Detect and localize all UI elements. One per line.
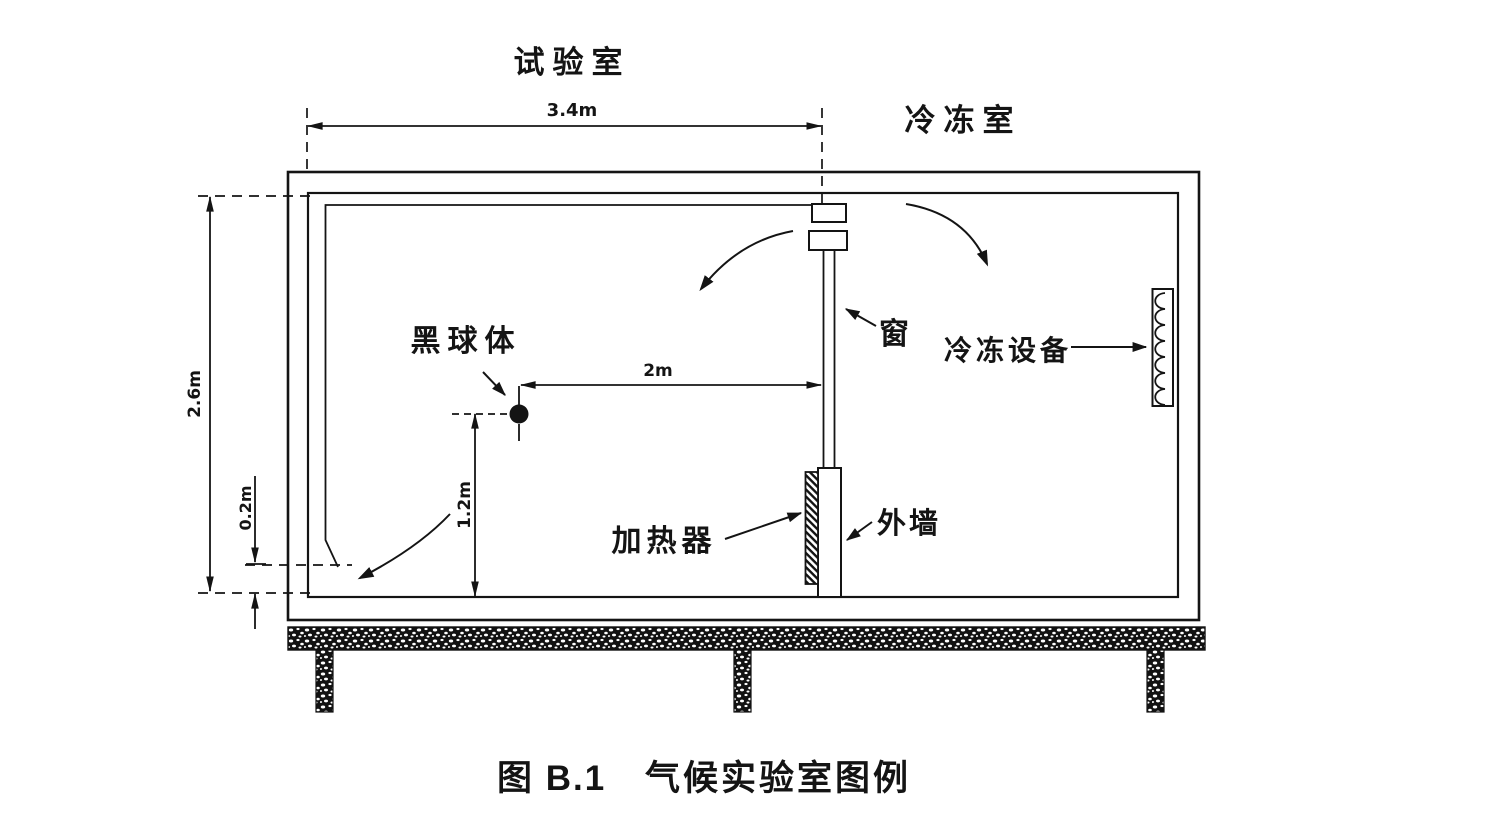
figure-caption: 图 B.1 气候实验室图例 <box>497 758 911 798</box>
leader-arrows <box>482 308 1148 541</box>
leader-heater-icon <box>724 512 803 540</box>
leader-outer-wall-icon <box>846 521 873 541</box>
foundation-leg-right <box>1146 649 1165 713</box>
leader-window-icon <box>844 308 877 327</box>
dim-label-room-height: 2.6m <box>185 370 205 418</box>
airflow-arrow-right-icon <box>905 203 989 267</box>
label-freezer-equipment: 冷冻设备 <box>944 334 1072 366</box>
black-globe <box>509 404 529 441</box>
outer-wall-face <box>286 170 1201 622</box>
caption-number: 图 B.1 <box>497 759 606 798</box>
ceiling-vent-lower <box>808 230 848 251</box>
ceiling-vent-upper <box>811 203 847 223</box>
inner-wall-face <box>306 191 1180 599</box>
label-freezer-room: 冷冻室 <box>905 103 1022 138</box>
foundation-leg-left <box>315 649 334 713</box>
foundation-leg-center <box>733 649 752 713</box>
label-black-globe: 黑球体 <box>411 325 522 358</box>
label-window: 窗 <box>879 317 909 351</box>
coil-loops <box>1154 292 1166 406</box>
freezer-coil <box>1151 288 1174 407</box>
heater-element <box>804 471 819 585</box>
label-test-room: 试验室 <box>514 45 631 80</box>
dim-label-globe-height: 1.2m <box>455 481 475 529</box>
airflow-arrow-bottom-icon <box>357 513 451 580</box>
outer-wall-section <box>817 467 842 598</box>
foundation-slab <box>287 626 1206 651</box>
caption-title: 气候实验室图例 <box>645 758 911 798</box>
airflow-arrow-left-icon <box>699 230 794 292</box>
dim-label-globe-to-window: 2m <box>643 361 673 381</box>
foundation <box>287 626 1206 713</box>
dim-label-floor-gap: 0.2m <box>236 485 255 530</box>
chamber-walls <box>286 170 1201 622</box>
partition-assembly <box>804 203 848 598</box>
airflow-arrows <box>357 203 989 580</box>
leader-black-globe-icon <box>482 371 506 396</box>
dim-label-room-width: 3.4m <box>547 100 598 121</box>
black-globe-sphere <box>509 404 529 424</box>
text-labels: 试验室 冷冻室 黑球体 窗 冷冻设备 加热器 外墙 3.4m 2m 2.6m 0… <box>185 45 1072 558</box>
test-room-liner <box>324 204 812 568</box>
dimension-lines <box>206 122 823 629</box>
label-outer-wall: 外墙 <box>877 507 941 540</box>
label-heater: 加热器 <box>612 525 717 558</box>
